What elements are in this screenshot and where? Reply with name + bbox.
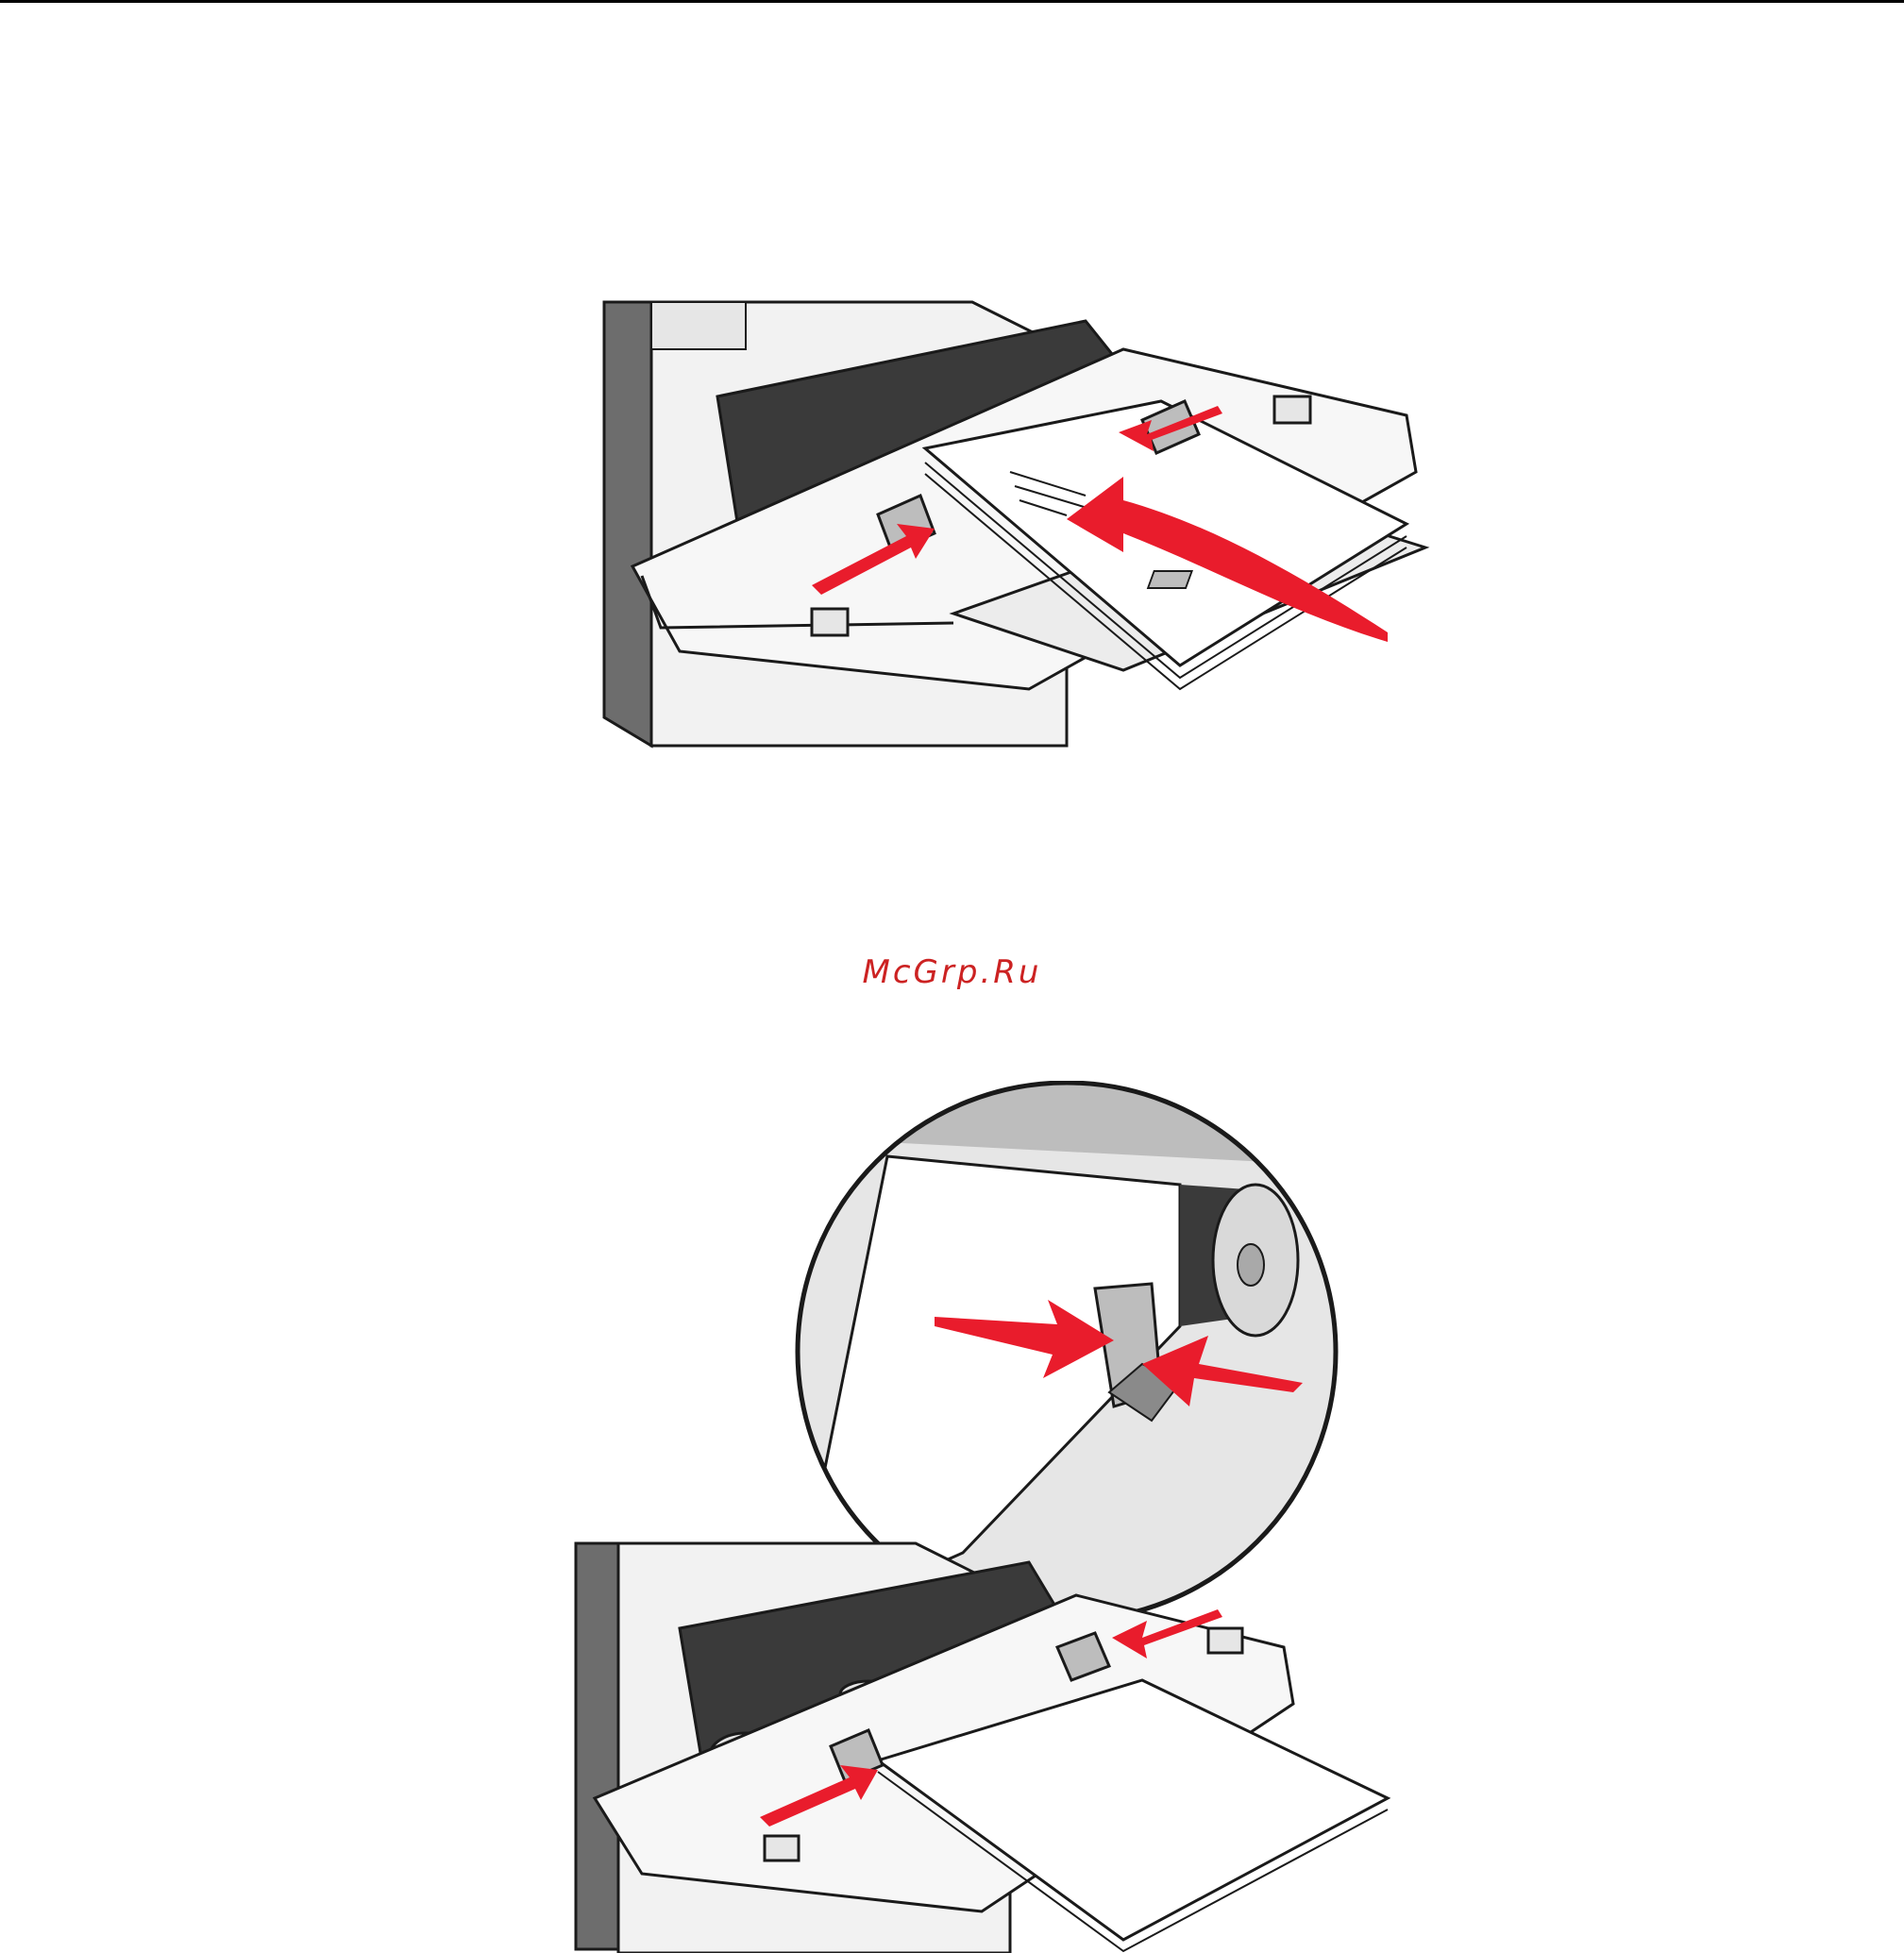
watermark-text: McGrp.Ru	[0, 953, 1904, 991]
stamp	[1148, 571, 1192, 588]
printer-top-ledge	[651, 302, 746, 349]
printer-feeder-paper-icon	[566, 1081, 1416, 1953]
top-rule	[0, 0, 1904, 3]
load-envelopes-illustration	[595, 293, 1444, 765]
printer-side-panel	[576, 1543, 618, 1949]
printer-side-panel	[604, 302, 651, 746]
load-paper-illustration	[566, 1081, 1416, 1953]
tray-tab	[812, 609, 848, 635]
tray-tab	[765, 1836, 799, 1860]
printer-feeder-envelopes-icon	[595, 293, 1444, 765]
